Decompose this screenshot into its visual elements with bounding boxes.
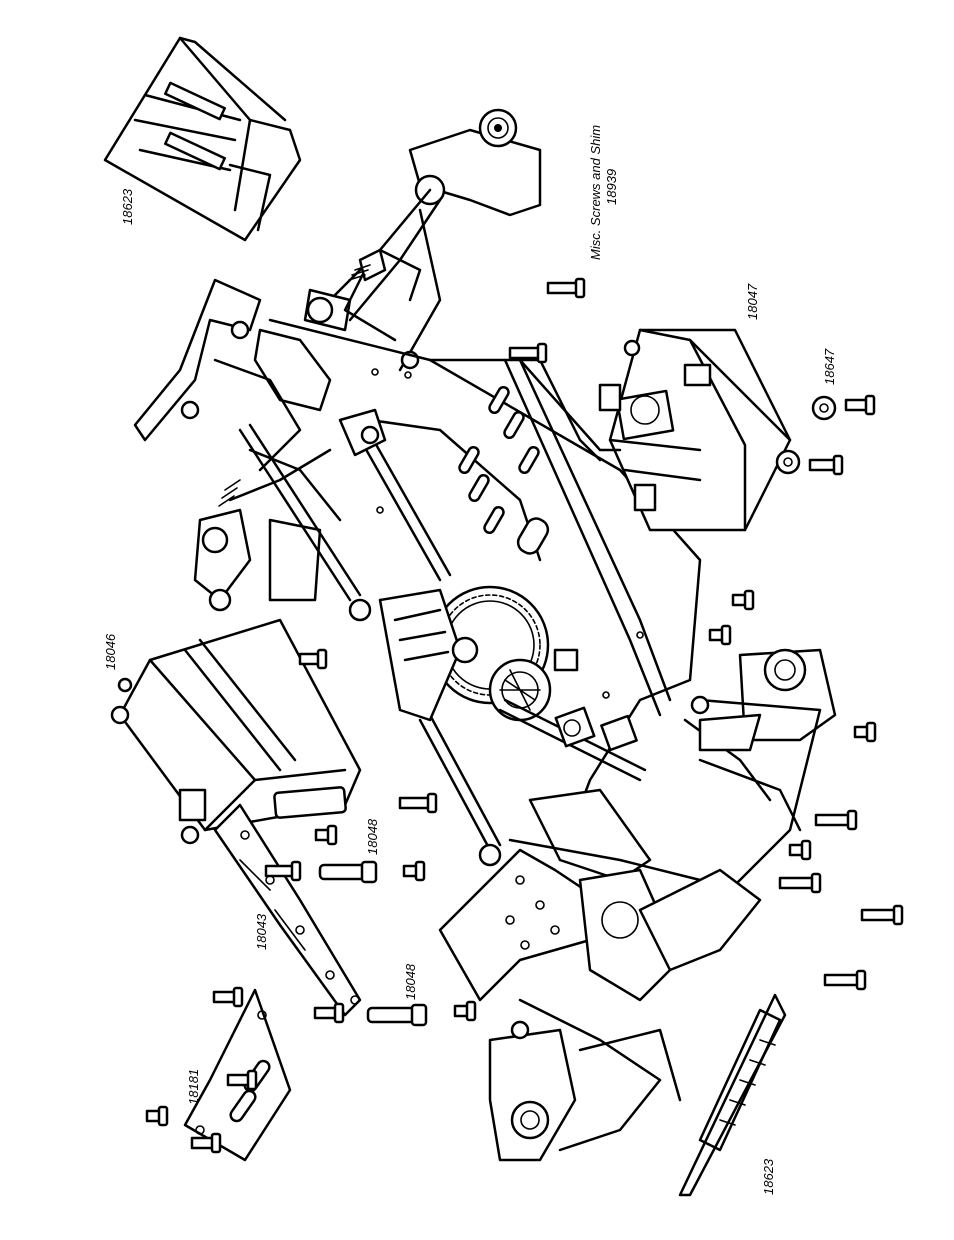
label-bumper-bottom: 18623 — [761, 1158, 776, 1195]
screw — [313, 1002, 345, 1024]
label-body-mount-top: 18623 — [120, 188, 135, 225]
rear-suspension-assembly — [438, 648, 837, 1162]
post-lower-part — [366, 1003, 428, 1027]
label-post-upper: 18048 — [365, 818, 380, 855]
screw — [226, 1069, 258, 1091]
screw — [808, 454, 844, 476]
screw — [546, 277, 586, 299]
screw — [190, 1132, 222, 1154]
screw — [314, 824, 338, 846]
center-driveshaft — [238, 408, 502, 867]
screw — [708, 624, 732, 646]
screw — [402, 860, 426, 882]
screw — [298, 648, 328, 670]
part-labels: 18623 Misc. Screws and Shim 18939 18047 … — [103, 125, 837, 1195]
screw — [264, 860, 302, 882]
screw — [212, 986, 244, 1008]
screw — [145, 1105, 169, 1127]
screw — [453, 1000, 477, 1022]
receiver-box-left-part — [110, 618, 362, 845]
screw — [823, 969, 867, 991]
front-left-suspension — [133, 278, 342, 612]
screw — [508, 342, 548, 364]
washer — [775, 449, 801, 475]
screw — [398, 792, 438, 814]
screws-group — [145, 277, 904, 1154]
servo-plate-part — [213, 803, 362, 1017]
receiver-box-right-part — [518, 328, 792, 532]
bottom-bumper-part — [678, 993, 787, 1197]
label-misc-screws-number: 18939 — [604, 169, 619, 205]
spur-gear-assembly — [378, 585, 647, 782]
screw — [853, 721, 877, 743]
screw — [860, 904, 904, 926]
main-chassis-plate — [268, 318, 702, 862]
washers-group — [775, 395, 837, 475]
label-bracket: 18181 — [186, 1069, 201, 1105]
screw — [844, 394, 876, 416]
top-body-mount-part — [103, 36, 302, 242]
label-washer: 18647 — [822, 348, 837, 385]
screw — [731, 589, 755, 611]
washer — [811, 395, 837, 421]
label-misc-screws: Misc. Screws and Shim — [588, 125, 603, 260]
screw — [788, 839, 812, 861]
label-post-lower: 18048 — [403, 963, 418, 1000]
front-steering-assembly — [303, 108, 542, 372]
label-receiver-box-right: 18047 — [745, 283, 760, 320]
screw — [814, 809, 858, 831]
screw — [778, 872, 822, 894]
label-servo-plate: 18043 — [254, 913, 269, 950]
post-upper-part — [318, 860, 378, 884]
label-receiver-box-left: 18046 — [103, 633, 118, 670]
